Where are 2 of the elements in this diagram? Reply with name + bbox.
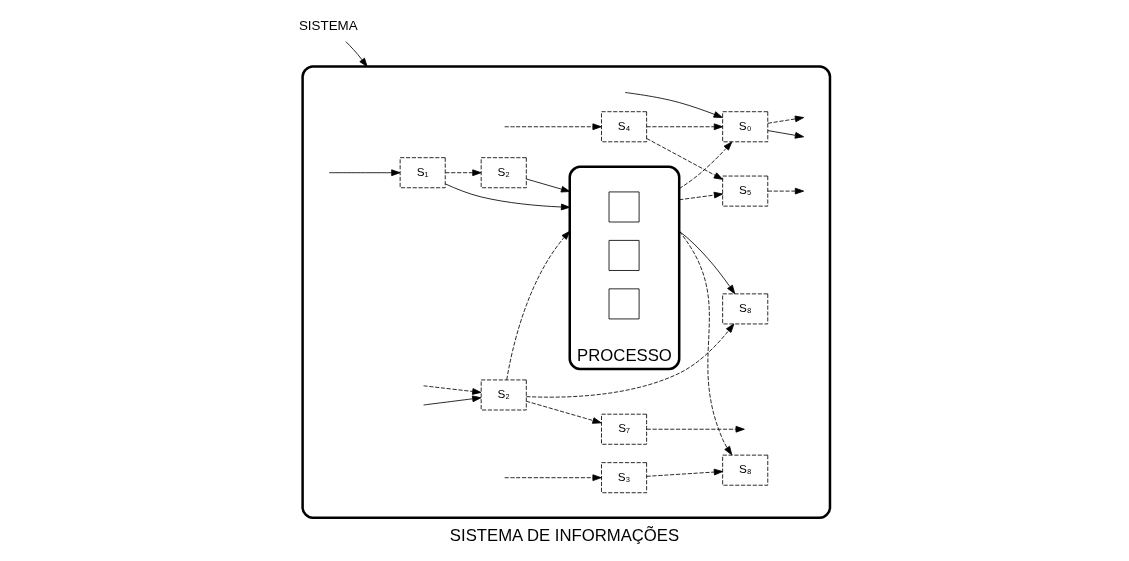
caption: SISTEMA DE INFORMAÇÕES <box>449 526 680 546</box>
node-text: SISTEMA <box>298 17 358 33</box>
